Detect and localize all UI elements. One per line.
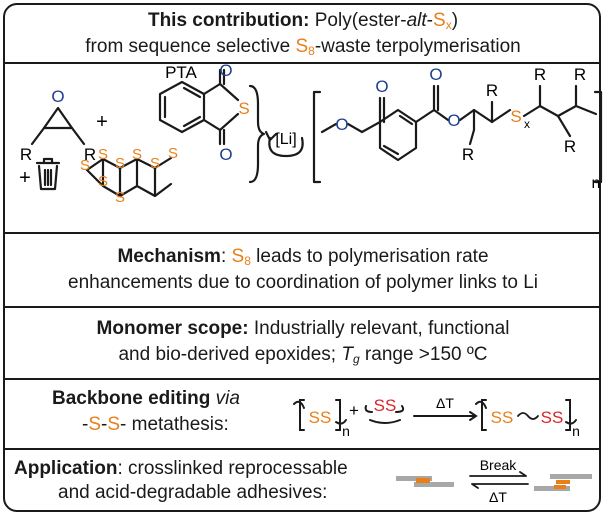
svg-text:O: O — [335, 115, 348, 134]
editing-line-1: Backbone editing via — [52, 388, 240, 409]
svg-text:SS: SS — [374, 396, 397, 415]
scope-line-2: and bio-derived epoxides; Tg range >150 … — [118, 344, 488, 366]
svg-text:+: + — [19, 167, 31, 189]
svg-text:R: R — [574, 65, 586, 84]
adhesive-bar — [556, 480, 570, 484]
svg-text:S: S — [510, 107, 521, 126]
mechanism-line-2: enhancements due to coordination of poly… — [68, 272, 538, 293]
header-line-1: This contribution: Poly(ester-alt-Sx) — [147, 10, 459, 32]
divider-3 — [5, 306, 601, 308]
svg-text:S: S — [115, 155, 125, 172]
svg-text:+: + — [96, 111, 108, 133]
trash-icon — [35, 157, 61, 191]
svg-text:S: S — [115, 189, 125, 206]
substrate-bar — [396, 476, 432, 481]
application-line-2: and acid-degradable adhesives: — [58, 482, 328, 503]
svg-text:S: S — [98, 173, 108, 190]
svg-text:[Li]: [Li] — [275, 131, 296, 148]
svg-text:n: n — [342, 423, 350, 439]
svg-text:ΔT: ΔT — [436, 395, 454, 411]
divider-5 — [5, 448, 601, 450]
svg-text:S: S — [80, 157, 90, 174]
svg-text:PTA: PTA — [165, 64, 197, 82]
svg-text:S: S — [98, 146, 108, 163]
substrate-bar — [414, 482, 454, 487]
svg-text:ΔT: ΔT — [489, 489, 507, 505]
svg-text:Break: Break — [480, 457, 518, 473]
svg-text:R: R — [564, 137, 576, 156]
divider-4 — [5, 378, 601, 380]
metathesis-scheme: SS n + SS ΔT SS SS n — [293, 395, 580, 439]
svg-text:R: R — [20, 145, 32, 164]
divider-1 — [5, 62, 601, 64]
svg-text:R: R — [534, 65, 546, 84]
svg-text:S: S — [150, 155, 160, 172]
svg-text:R: R — [84, 145, 96, 164]
svg-text:O: O — [429, 65, 442, 84]
svg-text:O: O — [51, 87, 64, 106]
svg-text:O: O — [219, 64, 232, 80]
scope-line-1: Monomer scope: Industrially relevant, fu… — [96, 318, 510, 339]
svg-text:x: x — [524, 117, 530, 131]
divider-2 — [5, 232, 601, 234]
terpolymerisation-scheme: O R R + + PTA O O S [Li] O O O O R R S x… — [19, 64, 603, 206]
adhesive-bar — [416, 478, 430, 483]
application-line-1: Application: crosslinked reprocessable — [14, 458, 348, 479]
svg-text:n: n — [572, 423, 580, 439]
adhesive-scheme: Break ΔT — [396, 457, 592, 505]
svg-text:O: O — [219, 145, 232, 164]
svg-text:S: S — [238, 99, 249, 118]
adhesive-bar — [554, 485, 566, 489]
svg-text:S: S — [132, 146, 142, 163]
svg-text:SS: SS — [541, 408, 564, 427]
editing-line-2: -S-S- metathesis: — [82, 414, 229, 435]
svg-text:O: O — [375, 77, 388, 96]
outer-frame — [3, 3, 601, 512]
svg-text:O: O — [447, 111, 460, 130]
svg-text:+: + — [349, 401, 359, 420]
header-line-2: from sequence selective S8-waste terpoly… — [85, 36, 521, 58]
svg-text:SS: SS — [491, 408, 514, 427]
svg-text:R: R — [486, 81, 498, 100]
svg-text:S: S — [168, 145, 178, 162]
mechanism-line-1: Mechanism: S8 leads to polymerisation ra… — [117, 246, 489, 268]
substrate-bar — [550, 474, 592, 479]
substrate-bar — [534, 486, 570, 491]
svg-text:R: R — [462, 145, 474, 164]
svg-text:SS: SS — [309, 408, 332, 427]
svg-text:n: n — [592, 175, 601, 192]
